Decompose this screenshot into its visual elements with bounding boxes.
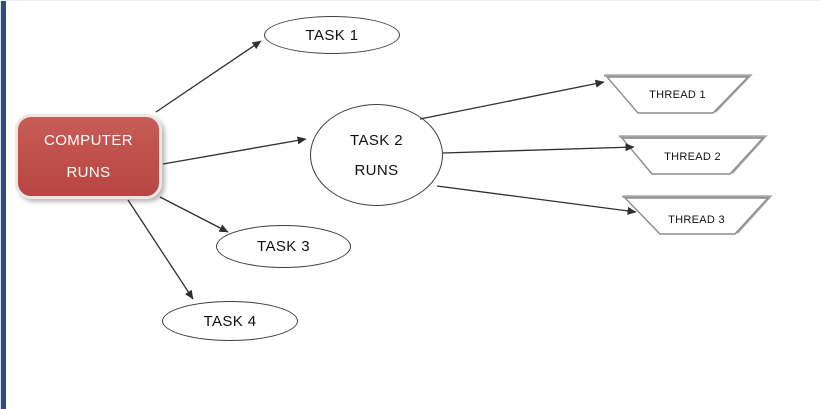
node-task-3-label: TASK 3 (257, 238, 310, 255)
window-left-edge (0, 1, 6, 409)
node-task-2-runs[interactable]: TASK 2 RUNS (310, 104, 443, 206)
node-computer-runs-label-line2: RUNS (66, 164, 111, 181)
node-task-4[interactable]: TASK 4 (162, 301, 298, 341)
arrow-computer-to-task-2 (162, 136, 307, 165)
node-thread-2-label: THREAD 2 (664, 151, 721, 163)
node-computer-runs[interactable]: COMPUTER RUNS (15, 114, 162, 199)
arrow-task-2-to-thread-1 (419, 79, 605, 120)
node-task-2-label-line1: TASK 2 (350, 131, 403, 149)
node-task-1-label: TASK 1 (305, 26, 359, 44)
node-computer-runs-label-line1: COMPUTER (43, 132, 134, 149)
arrow-task-2-to-thread-3 (436, 185, 637, 215)
node-thread-1-label: THREAD 1 (649, 89, 706, 101)
arrow-computer-to-task-1 (155, 40, 262, 113)
arrow-computer-to-task-3 (159, 196, 229, 233)
arrow-computer-to-task-4 (127, 199, 194, 300)
arrow-task-2-to-thread-2 (442, 143, 635, 154)
node-task-2-label-line2: RUNS (354, 161, 399, 179)
node-task-1[interactable]: TASK 1 (264, 16, 400, 54)
node-task-4-label: TASK 4 (203, 312, 257, 330)
node-task-3[interactable]: TASK 3 (216, 225, 351, 268)
node-thread-3-label: THREAD 3 (668, 214, 725, 226)
